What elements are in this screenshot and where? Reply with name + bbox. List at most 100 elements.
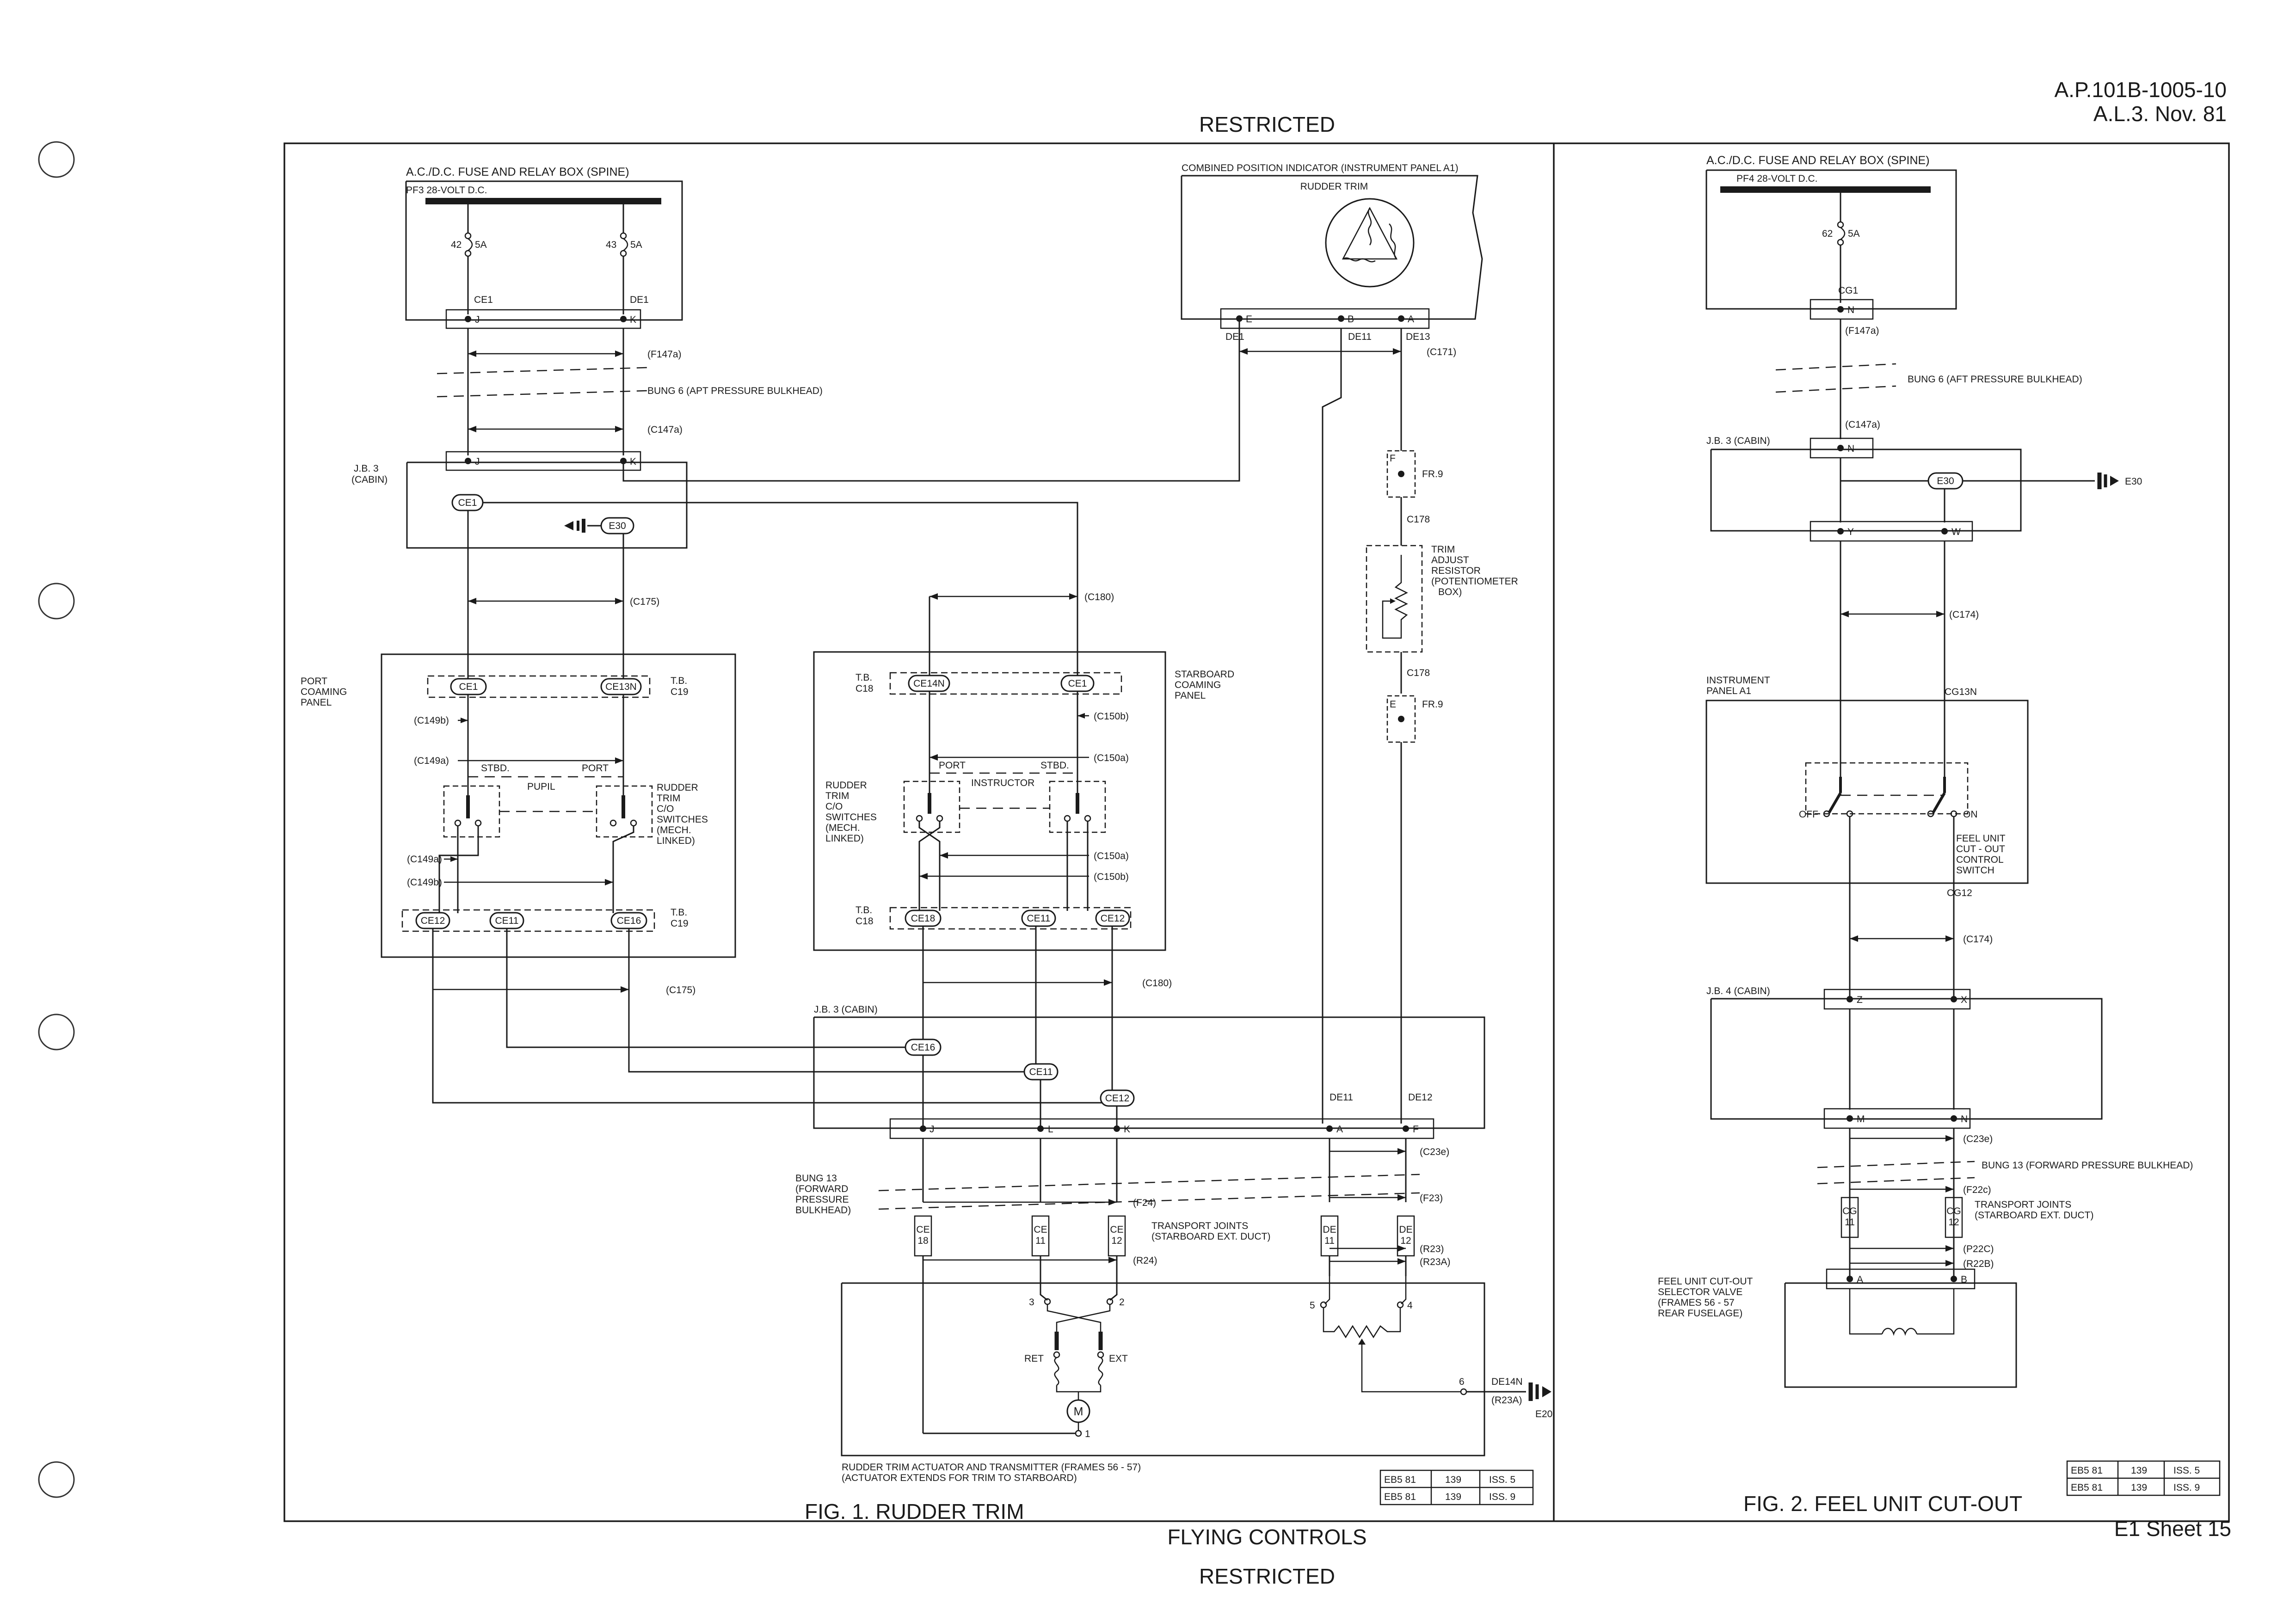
- fig1-transport-label: TRANSPORT JOINTS: [1151, 1221, 1248, 1231]
- ref-table-cell: EB5 81: [1384, 1492, 1416, 1502]
- fig1-terminal-label: CE12: [421, 915, 445, 926]
- fig1-joint-label: CE: [1110, 1224, 1123, 1235]
- section-title: FLYING CONTROLS: [1167, 1525, 1367, 1549]
- fig1-cable-label: (C150a): [1094, 753, 1129, 763]
- fig1-cable-label: (C180): [1084, 592, 1114, 602]
- fig1-wire-label: CE1: [474, 295, 493, 305]
- fig1-switch-label: SWITCHES: [825, 812, 877, 823]
- fig1-joint-label: CE: [916, 1224, 929, 1235]
- fig1-switch-label: TRIM: [657, 793, 680, 804]
- fig1-pin-label: F: [1390, 453, 1396, 464]
- fig1-bulkhead-label: BUNG 13: [795, 1173, 837, 1184]
- fig1-terminal-number: 6: [1459, 1376, 1465, 1387]
- fig1-reference-table: EB5 81 139 ISS. 5 EB5 81 139 ISS. 9: [1379, 1469, 1534, 1505]
- fig1-fuse-rating: 5A: [630, 240, 642, 250]
- fig2-jb4: J.B. 4 (CABIN) Z X M N: [1706, 986, 2103, 1129]
- fig2-bus-label: PF4 28-VOLT D.C.: [1736, 173, 1817, 184]
- binder-hole: [38, 1461, 75, 1498]
- fig1-joint-label: 12: [1111, 1235, 1122, 1246]
- fig1-cable-label: (C150b): [1094, 711, 1129, 722]
- fig1-pin-label: A: [1336, 1124, 1343, 1135]
- fig1-pin-label: J: [475, 456, 480, 467]
- fig1-actuator-transmitter: 3 2 RET EXT M 1 5 4: [841, 1276, 1485, 1456]
- fig1-fuse-number: 43: [606, 240, 616, 250]
- fig1-jb3-lower: J.B. 3 (CABIN) CE16 CE11 CE12 DE11 DE12 …: [813, 1004, 1485, 1139]
- fig1-pin-label: E: [1246, 314, 1252, 325]
- fig1-switch-label: EXT: [1109, 1353, 1128, 1364]
- fig1-switch-position: PORT: [582, 763, 609, 774]
- fig2-panel-title: PANEL A1: [1706, 686, 1751, 696]
- fig1-terminal-label: CE1: [1068, 678, 1087, 689]
- fig1-cable-label: (C150b): [1094, 872, 1129, 882]
- fig2-feel-unit-cut-out: A.C./D.C. FUSE AND RELAY BOX (SPINE) PF4…: [1658, 154, 2221, 1516]
- fig2-bulkhead-label: BUNG 6 (AFT PRESSURE BULKHEAD): [1908, 374, 2082, 385]
- fig1-joint-label: CE: [1034, 1224, 1047, 1235]
- fig1-joint-label: 18: [917, 1235, 928, 1246]
- fig2-pin-label: N: [1961, 1114, 1968, 1124]
- fig1-tb-title: T.B.: [671, 676, 687, 686]
- fig1-terminal-label: CE16: [911, 1042, 936, 1053]
- fig1-wire-label: DE12: [1408, 1092, 1433, 1103]
- fig1-resistor-label: (POTENTIOMETER: [1431, 576, 1518, 587]
- fig1-tb-number: C18: [856, 683, 874, 694]
- fig1-caption: FIG. 1. RUDDER TRIM: [805, 1499, 1024, 1524]
- fig2-selector-valve: FEEL UNIT CUT-OUT SELECTOR VALVE (FRAMES…: [1658, 1268, 2017, 1388]
- fig1-pin-label: J: [475, 314, 480, 325]
- fig1-joint-label: 12: [1400, 1235, 1411, 1246]
- fig1-bulkhead-label: BUNG 6 (APT PRESSURE BULKHEAD): [647, 386, 823, 396]
- fig1-terminal-number: 2: [1119, 1297, 1125, 1308]
- fig1-switch-label: PUPIL: [527, 781, 555, 792]
- ref-table-cell: EB5 81: [2071, 1465, 2103, 1476]
- fig2-switch-position: OFF: [1799, 809, 1818, 820]
- ref-table-cell: EB5 81: [2071, 1482, 2103, 1493]
- fig2-pin-label: Z: [1857, 995, 1863, 1005]
- fig1-tb-number: C19: [671, 687, 689, 697]
- fig2-wire-label: CG12: [1947, 888, 1972, 898]
- fig1-joint-label: DE: [1323, 1224, 1336, 1235]
- fig1-pin-label: K: [1124, 1124, 1130, 1135]
- ref-table-cell: ISS. 9: [1489, 1492, 1515, 1502]
- fig1-pin-label: B: [1348, 314, 1354, 325]
- fig1-panel-title: COAMING: [301, 687, 347, 697]
- fig1-wire-label: DE11: [1330, 1092, 1353, 1103]
- fig1-starboard-coaming-panel: STARBOARD COAMING PANEL T.B. C18 CE14N C…: [813, 651, 1234, 951]
- fig2-fuse-relay-box: A.C./D.C. FUSE AND RELAY BOX (SPINE) PF4…: [1705, 154, 1957, 320]
- fig2-switch-label: SWITCH: [1956, 865, 1994, 876]
- fig2-valve-label: FEEL UNIT CUT-OUT: [1658, 1276, 1753, 1287]
- fig1-terminal-label: CE18: [911, 913, 936, 924]
- fig1-terminal-label: CE1: [459, 682, 478, 692]
- classification-top: RESTRICTED: [1199, 112, 1335, 136]
- fig1-fuse-relay-box: A.C./D.C. FUSE AND RELAY BOX (SPINE) PF3…: [405, 166, 683, 329]
- fig2-pin-label: Y: [1847, 527, 1854, 537]
- fig1-trim-adjust-resistor: TRIM ADJUST RESISTOR (POTENTIOMETER BOX): [1366, 544, 1518, 653]
- fig2-cable-label: (R22B): [1963, 1259, 1994, 1269]
- fig1-fuse-43: 43 5A: [606, 232, 642, 257]
- fig1-frame-label: FR.9: [1422, 469, 1443, 479]
- fig1-switch-label: RUDDER: [825, 780, 867, 791]
- fig1-cable-label: (C150a): [1094, 851, 1129, 861]
- fig2-jb-title: J.B. 3 (CABIN): [1706, 436, 1770, 446]
- fig2-fuse-rating: 5A: [1848, 228, 1860, 239]
- fig1-terminal-label: CE11: [495, 915, 519, 926]
- fig2-switch-label: CUT - OUT: [1956, 844, 2005, 854]
- fig1-transport-label: (STARBOARD EXT. DUCT): [1151, 1231, 1270, 1242]
- fig2-switch-position: ON: [1963, 809, 1978, 820]
- fig2-cable-label: (C147a): [1845, 419, 1880, 430]
- fig1-bulkhead-label: (FORWARD: [795, 1184, 848, 1194]
- fig1-tb-number: C18: [856, 916, 874, 927]
- fig1-cable-label: (F23): [1420, 1193, 1443, 1204]
- fig2-transport-label: (STARBOARD EXT. DUCT): [1975, 1210, 2093, 1221]
- fig2-fuse-number: 62: [1822, 228, 1833, 239]
- fig2-instrument-panel: INSTRUMENT PANEL A1 CG13N OFF ON FEEL UN…: [1705, 675, 2029, 898]
- fig2-bulkhead-label: BUNG 13 (FORWARD PRESSURE BULKHEAD): [1982, 1160, 2193, 1171]
- fig1-panel-title: PANEL: [1175, 690, 1206, 701]
- fig1-bus-label: PF3 28-VOLT D.C.: [406, 185, 487, 196]
- fig1-terminal-label: CE11: [1027, 913, 1051, 924]
- fig1-switch-label: RET: [1024, 1353, 1044, 1364]
- fig1-terminal-number: 3: [1029, 1297, 1034, 1308]
- fig1-pin-label: A: [1408, 314, 1414, 325]
- fig1-cable-label: (R23A): [1420, 1257, 1451, 1267]
- fig2-joint-label: 11: [1845, 1217, 1855, 1228]
- fig1-terminal-label: E30: [609, 521, 626, 531]
